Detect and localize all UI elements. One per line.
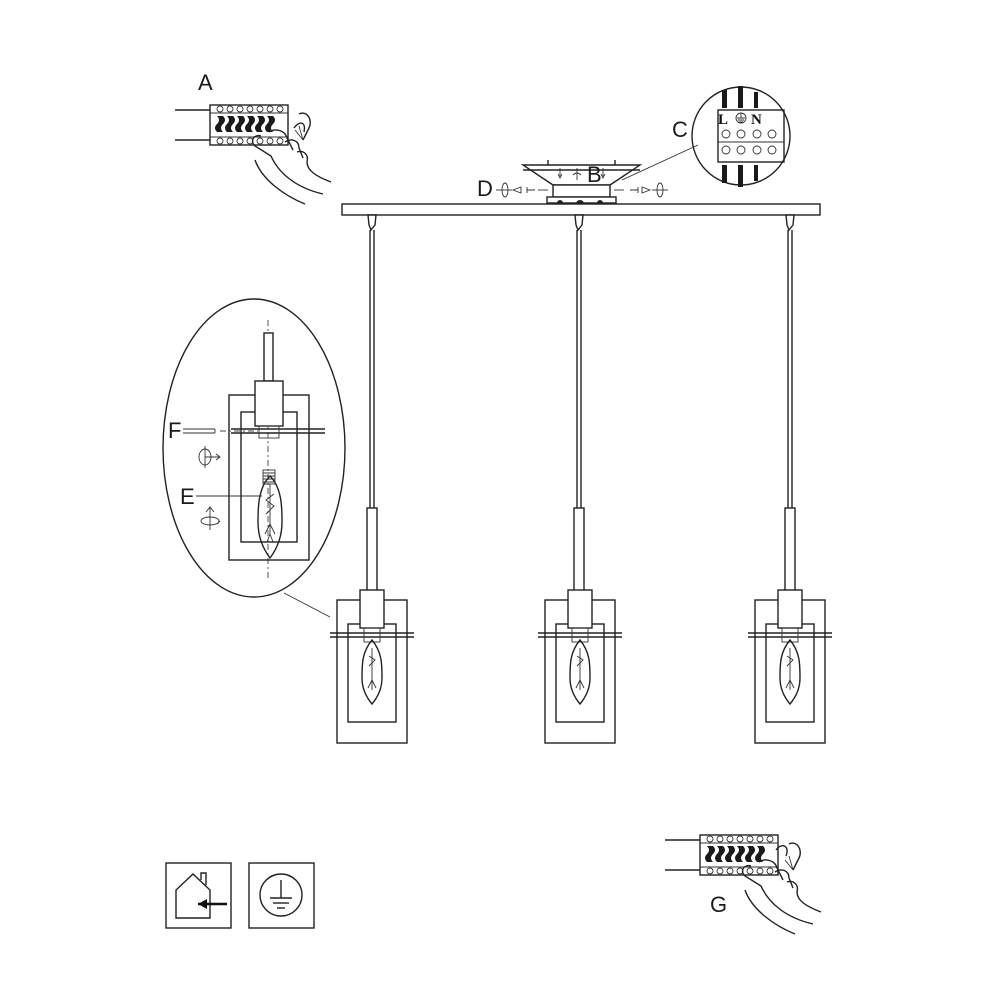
suspension-bar [341, 203, 821, 216]
terminal-block-g [664, 834, 822, 925]
earth-symbol [735, 112, 747, 124]
rotate-arrow-icon [198, 446, 221, 468]
label-a: A [198, 70, 213, 95]
ceiling-canopy [520, 160, 643, 208]
label-d: D [477, 176, 493, 201]
terminal-block-a [174, 104, 332, 195]
indoor-use-only-icon [165, 862, 232, 929]
screw-icon [572, 168, 582, 180]
label-f: F [168, 418, 181, 443]
pendant-shade-center [537, 589, 623, 744]
earth-ground-icon [248, 862, 315, 929]
label-b: B [587, 162, 602, 187]
hand-icon [744, 845, 796, 935]
terminal-mark-live: L [718, 112, 728, 128]
fixing-screw-right [614, 182, 668, 198]
lamp-detail-oval [162, 298, 346, 618]
pendant-shade-left [329, 589, 415, 744]
candle-bulb-icon [257, 475, 283, 559]
terminal-mark-neutral: N [751, 112, 762, 128]
label-c: C [672, 117, 688, 142]
label-e: E [180, 484, 195, 509]
label-g: G [710, 892, 727, 917]
hand-icon [254, 122, 306, 205]
pendant-shade-right [747, 589, 833, 744]
cable-right [784, 214, 796, 593]
terminal-detail-c: L N [691, 86, 791, 187]
shade-screw-f [183, 428, 258, 434]
cable-left [366, 214, 378, 593]
rotate-arrow-icon [200, 506, 221, 530]
cable-center [573, 214, 585, 593]
fixing-screw-left [496, 182, 548, 198]
